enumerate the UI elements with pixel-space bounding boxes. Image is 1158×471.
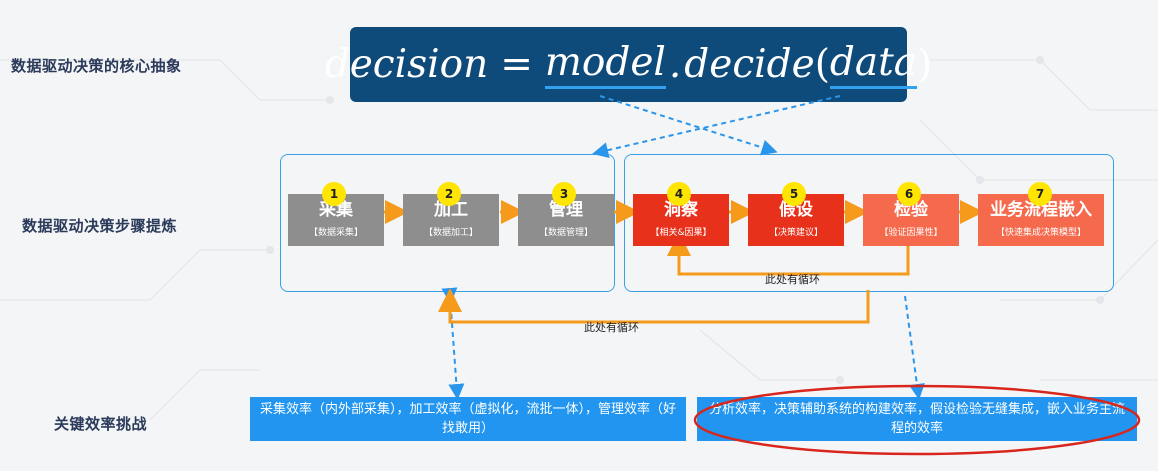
formula-data: data xyxy=(829,40,918,89)
formula-equals: = xyxy=(500,42,533,87)
row-label-efficiency-challenge: 关键效率挑战 xyxy=(54,415,148,433)
formula-dot: . xyxy=(668,42,682,87)
step-1-collect: 1 采集 【数据采集】 xyxy=(288,182,384,246)
step-1-title: 采集 xyxy=(319,200,353,220)
outer-loop-arrow xyxy=(438,288,870,324)
step-6-verify: 6 检验 【验证因果性】 xyxy=(863,182,959,246)
step-7-embed: 7 业务流程嵌入 【快速集成决策模型】 xyxy=(978,182,1104,246)
step-6-title: 检验 xyxy=(894,200,928,220)
step-4-badge: 4 xyxy=(667,182,691,206)
step-1-subtitle: 【数据采集】 xyxy=(308,228,363,238)
inner-loop-arrow xyxy=(667,232,910,276)
step-3-manage: 3 管理 【数据管理】 xyxy=(518,182,614,246)
formula-method: decide xyxy=(684,42,815,87)
dashed-analysis-to-challenge xyxy=(904,295,925,400)
challenge-analysis-decision-text: 分析效率，决策辅助系统的构建效率，假设检验无缝集成，嵌入业务主流程的效率 xyxy=(708,402,1125,436)
formula-model: model xyxy=(544,40,666,89)
step-6-subtitle: 【验证因果性】 xyxy=(879,228,943,238)
step-3-subtitle: 【数据管理】 xyxy=(538,228,593,238)
step-6-badge: 6 xyxy=(897,182,921,206)
step-4-subtitle: 【相关&因果】 xyxy=(650,228,712,238)
formula-close-paren: ) xyxy=(917,42,933,87)
dashed-prep-to-challenge xyxy=(441,287,465,400)
dashed-model-to-analysis xyxy=(599,95,778,156)
challenge-data-prep: 采集效率（内外部采集），加工效率（虚拟化，流批一体），管理效率（好找敢用） xyxy=(250,397,686,441)
step-2-process: 2 加工 【数据加工】 xyxy=(403,182,499,246)
formula-lhs: decision xyxy=(324,42,489,87)
outer-loop-label: 此处有循环 xyxy=(584,321,639,334)
step-2-title: 加工 xyxy=(434,200,468,220)
formula-open-paren: ( xyxy=(814,42,830,87)
challenge-data-prep-text: 采集效率（内外部采集），加工效率（虚拟化，流批一体），管理效率（好找敢用） xyxy=(259,402,676,436)
challenge-analysis-decision: 分析效率，决策辅助系统的构建效率，假设检验无缝集成，嵌入业务主流程的效率 xyxy=(697,397,1137,441)
highlight-ellipse xyxy=(693,384,1141,456)
inner-loop-label: 此处有循环 xyxy=(765,273,820,286)
step-7-title: 业务流程嵌入 xyxy=(990,200,1092,220)
step-3-title: 管理 xyxy=(549,200,583,220)
step-3-badge: 3 xyxy=(552,182,576,206)
step-5-badge: 5 xyxy=(782,182,806,206)
step-7-badge: 7 xyxy=(1028,182,1052,206)
formula-box: decision = model . decide ( data ) xyxy=(325,27,932,102)
step-4-insight: 4 洞察 【相关&因果】 xyxy=(633,182,729,246)
step-7-subtitle: 【快速集成决策模型】 xyxy=(995,228,1086,238)
row-label-step-refinement: 数据驱动决策步骤提炼 xyxy=(22,217,178,235)
step-1-badge: 1 xyxy=(322,182,346,206)
step-5-hypothesis: 5 假设 【决策建议】 xyxy=(748,182,844,246)
step-2-badge: 2 xyxy=(437,182,461,206)
step-5-title: 假设 xyxy=(779,200,813,220)
step-4-title: 洞察 xyxy=(664,200,698,220)
row-label-core-abstraction: 数据驱动决策的核心抽象 xyxy=(11,57,182,75)
step-5-subtitle: 【决策建议】 xyxy=(768,228,823,238)
step-2-subtitle: 【数据加工】 xyxy=(423,228,478,238)
